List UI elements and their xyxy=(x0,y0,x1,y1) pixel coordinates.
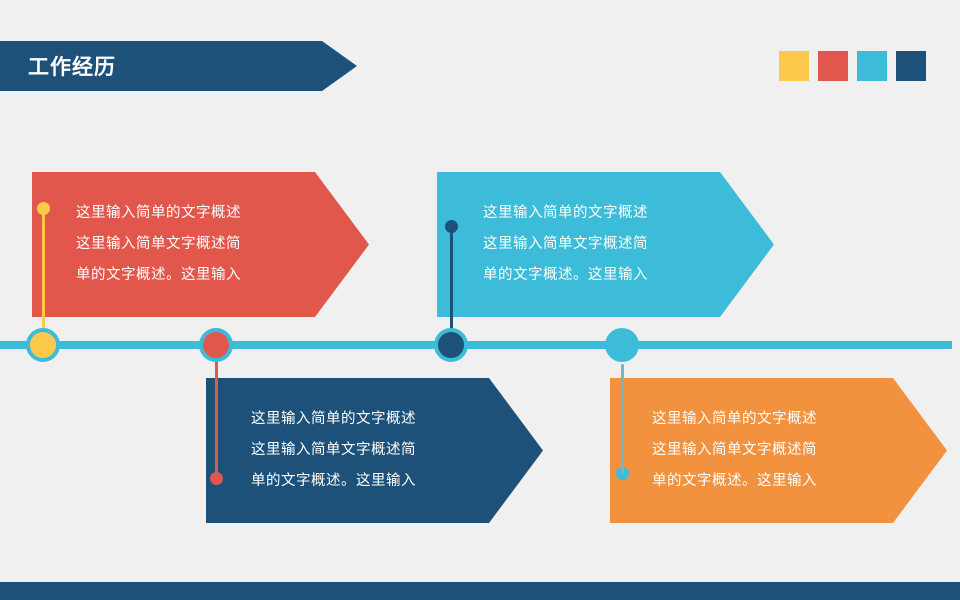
connector-navy-endpoint-dot xyxy=(445,220,458,233)
timeline-node-navy[interactable] xyxy=(434,328,468,362)
content-block-red[interactable]: 这里输入简单的文字概述 这里输入简单文字概述简 单的文字概述。这里输入 xyxy=(32,172,369,317)
title-banner: 工作经历 xyxy=(0,41,357,91)
swatch-navy xyxy=(896,51,926,81)
content-block-navy[interactable]: 这里输入简单的文字概述 这里输入简单文字概述简 单的文字概述。这里输入 xyxy=(206,378,543,523)
content-block-orange-text: 这里输入简单的文字概述 这里输入简单文字概述简 单的文字概述。这里输入 xyxy=(652,411,817,489)
timeline-axis xyxy=(0,341,952,349)
swatch-cyan xyxy=(857,51,887,81)
content-block-orange[interactable]: 这里输入简单的文字概述 这里输入简单文字概述简 单的文字概述。这里输入 xyxy=(610,378,947,523)
content-block-cyan[interactable]: 这里输入简单的文字概述 这里输入简单文字概述简 单的文字概述。这里输入 xyxy=(437,172,774,317)
timeline-node-red[interactable] xyxy=(199,328,233,362)
connector-navy-stem xyxy=(450,230,453,336)
content-block-cyan-text: 这里输入简单的文字概述 这里输入简单文字概述简 单的文字概述。这里输入 xyxy=(483,205,648,283)
connector-yellow-stem xyxy=(42,212,45,336)
swatch-yellow xyxy=(779,51,809,81)
connector-cyan-stem xyxy=(621,364,624,474)
connector-red-stem xyxy=(215,358,218,480)
connector-yellow-endpoint-dot xyxy=(37,202,50,215)
palette-swatches xyxy=(779,51,926,81)
content-block-navy-text: 这里输入简单的文字概述 这里输入简单文字概述简 单的文字概述。这里输入 xyxy=(251,411,416,489)
timeline-node-yellow[interactable] xyxy=(26,328,60,362)
timeline-node-cyan[interactable] xyxy=(605,328,639,362)
page-title: 工作经历 xyxy=(28,55,116,79)
swatch-red xyxy=(818,51,848,81)
content-block-red-text: 这里输入简单的文字概述 这里输入简单文字概述简 单的文字概述。这里输入 xyxy=(76,205,241,283)
footer-bar xyxy=(0,582,960,600)
